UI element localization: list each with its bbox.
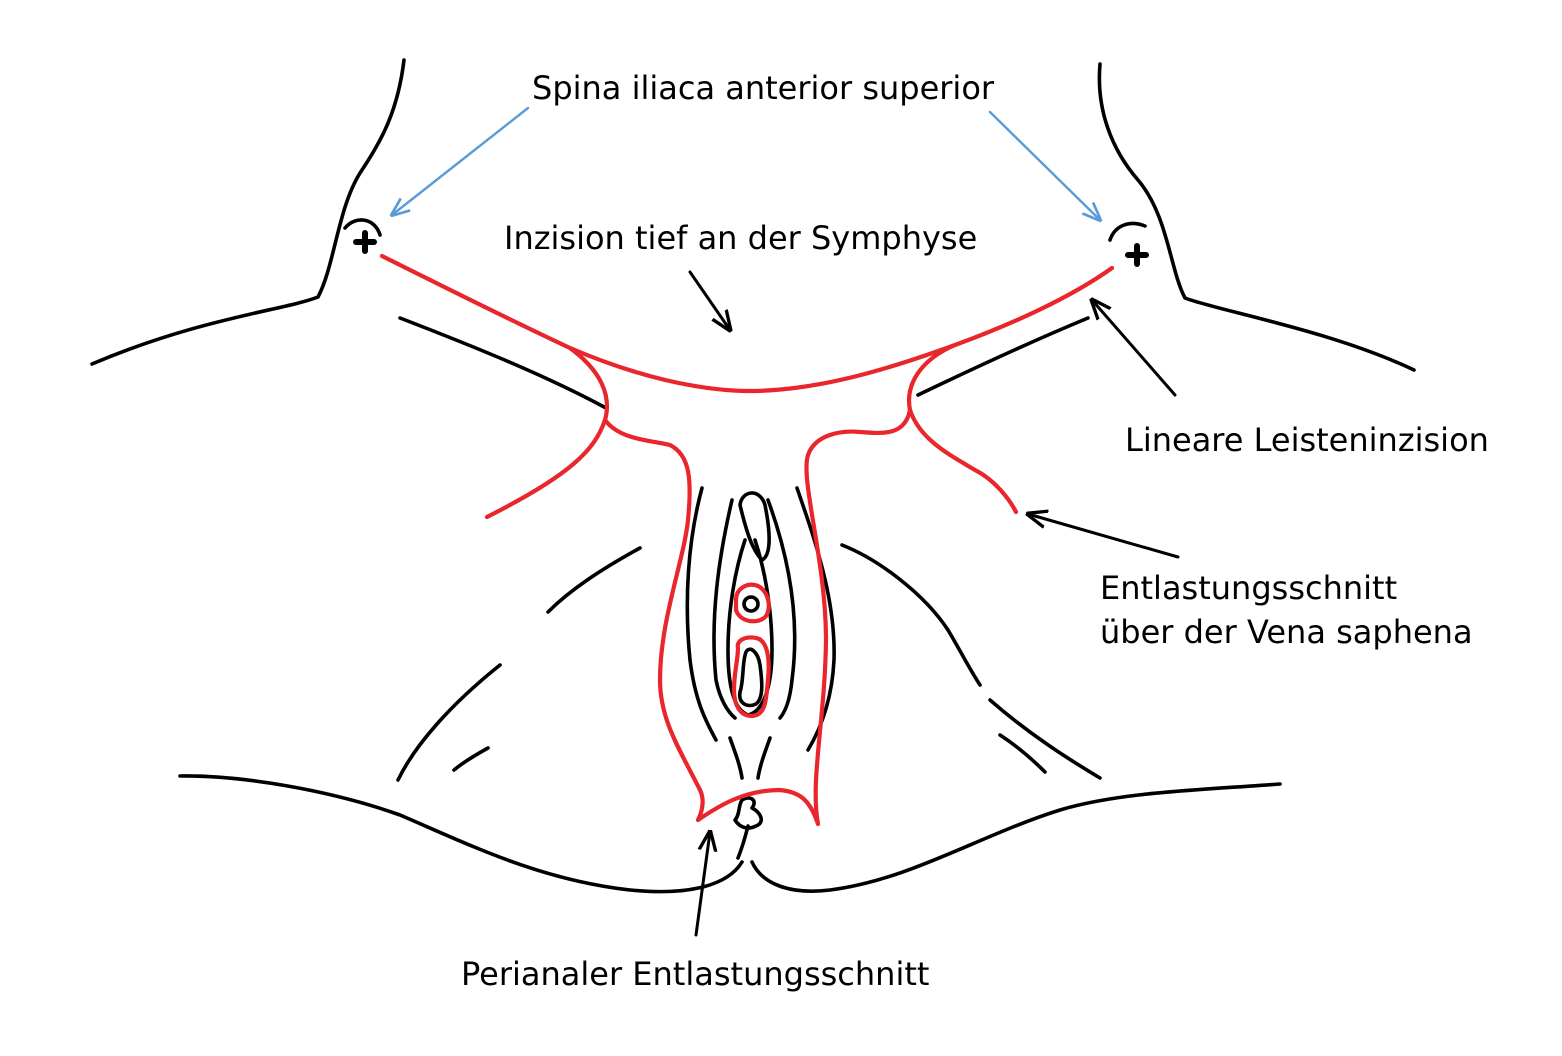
left-thigh-curve [546, 546, 642, 614]
symphyse-arrow [688, 270, 730, 330]
vaginal-incision-ring [731, 635, 771, 719]
left-labium-outer [685, 486, 718, 742]
left-thigh-lower-curve [396, 663, 502, 782]
perianal-arrow [694, 832, 710, 937]
vaginal-introitus [737, 647, 764, 708]
right-asis-marker [1108, 221, 1149, 267]
spina-arrow-right [988, 110, 1100, 220]
right-perineal-stroke [756, 736, 772, 780]
right-inguinal-fold [916, 316, 1090, 397]
right-thigh-curve [840, 543, 950, 632]
left-thigh-short-stroke [452, 746, 490, 772]
symphysis-incision [379, 253, 1115, 394]
clitoral-hood [738, 491, 771, 562]
urethral-incision-ring [733, 582, 771, 624]
leiste-arrow [1092, 300, 1177, 397]
perianal-label: Perianaler Entlastungsschnitt [461, 955, 930, 993]
body-outline [90, 58, 1416, 894]
left-saphena-incision [484, 345, 610, 520]
leiste-label: Lineare Leisteninzision [1125, 421, 1489, 459]
pointer-arrows [392, 106, 1180, 937]
right-buttock-contour [750, 782, 1282, 893]
symphyse-label: Inzision tief an der Symphyse [504, 219, 978, 257]
right-labium-minus [766, 498, 797, 720]
labial-incision-outline [602, 407, 913, 827]
left-inguinal-fold [398, 316, 608, 410]
left-asis-marker [343, 218, 382, 254]
left-labium-minus [712, 498, 737, 720]
saphena-arrow [1028, 514, 1180, 559]
anus [733, 796, 764, 860]
right-thigh-lower-curve [988, 698, 1102, 780]
right-thigh-short-stroke [998, 733, 1047, 774]
right-saphena-incision [907, 342, 1019, 515]
spina-arrow-left [392, 106, 530, 215]
left-torso-contour [90, 58, 406, 366]
saphena-label-line2: über der Vena saphena [1100, 613, 1473, 651]
right-thigh-middle-curve [946, 628, 982, 687]
right-torso-contour [1097, 62, 1416, 372]
incision-lines [379, 253, 1115, 827]
left-perineal-stroke [728, 736, 744, 780]
left-buttock-contour [178, 774, 744, 894]
spina-label: Spina iliaca anterior superior [532, 69, 995, 107]
urethra [742, 595, 760, 613]
saphena-label-line1: Entlastungsschnitt [1100, 569, 1398, 607]
